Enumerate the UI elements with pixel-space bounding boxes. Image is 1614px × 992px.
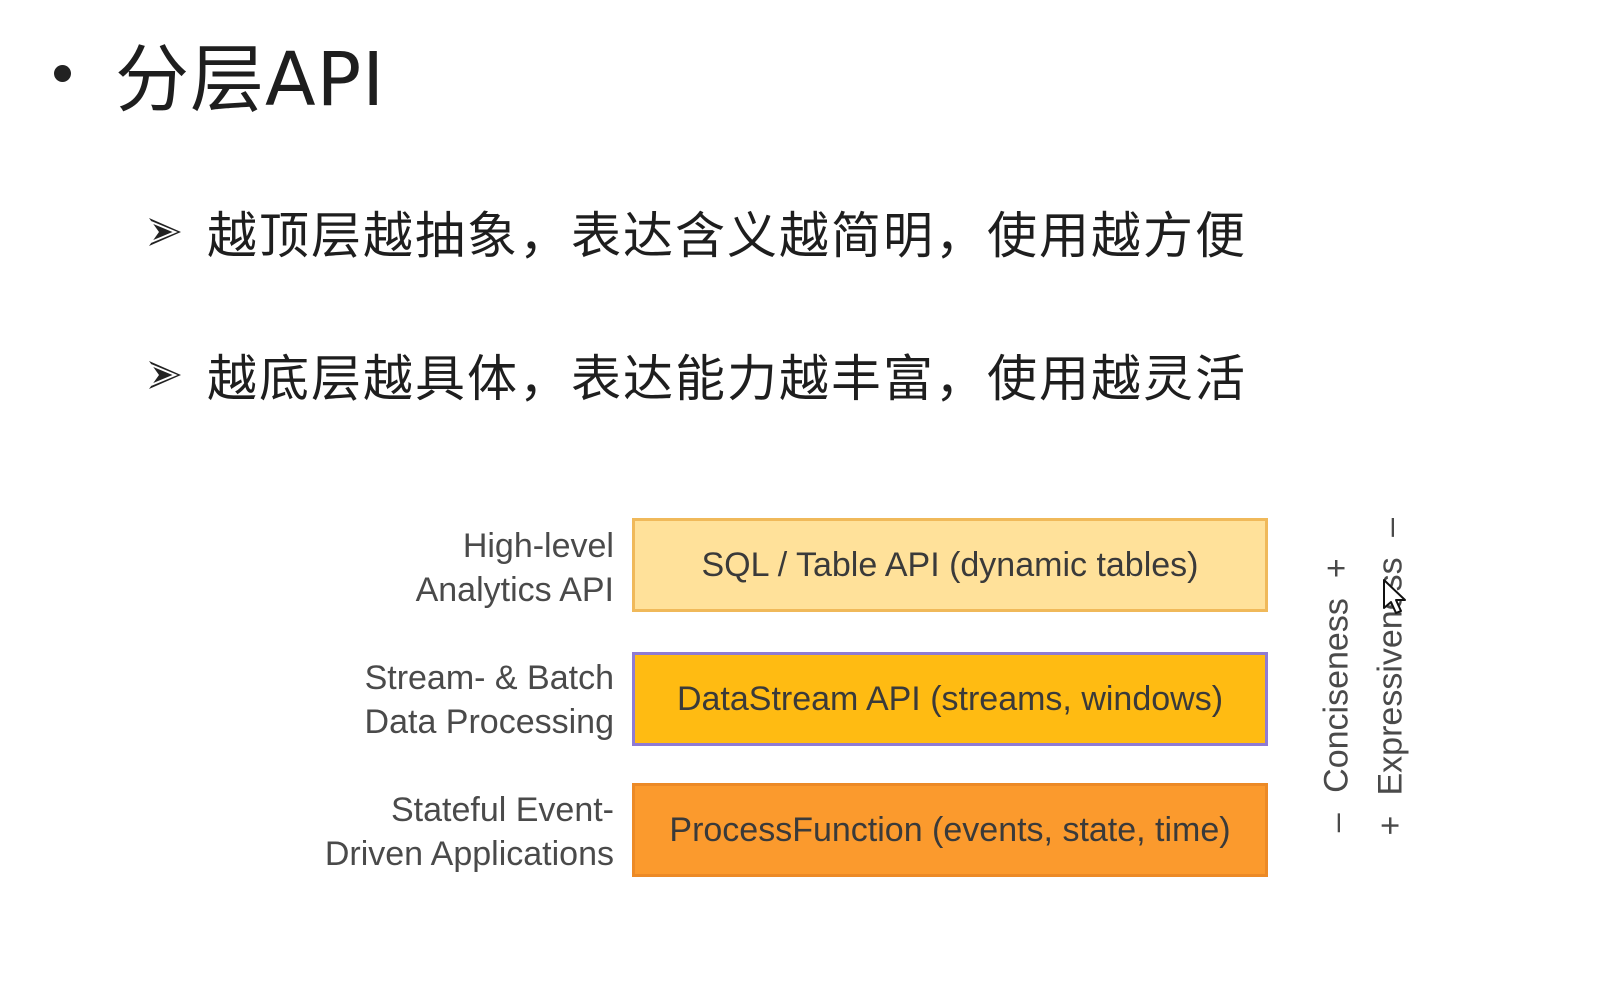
- layer-label-high-level: High-level Analytics API: [416, 524, 614, 612]
- bullet-point-text: 越顶层越抽象，表达含义越简明，使用越方便: [207, 207, 1247, 265]
- layer-label-stream-batch: Stream- & Batch Data Processing: [365, 656, 614, 744]
- layer-label-stateful: Stateful Event- Driven Applications: [325, 788, 614, 876]
- layer-box-processfunction: ProcessFunction (events, state, time): [632, 783, 1268, 877]
- bullet-point-1: 越顶层越抽象，表达含义越简明，使用越方便: [145, 197, 1247, 267]
- axis-minus-sign: –: [1371, 517, 1410, 537]
- arrow-right-icon: [149, 361, 181, 389]
- axis-plus-sign: +: [1317, 558, 1356, 579]
- bullet-dot-icon: [54, 64, 71, 82]
- mouse-cursor-icon: [1383, 579, 1406, 614]
- bullet-point-text: 越底层越具体，表达能力越丰富，使用越灵活: [207, 350, 1247, 408]
- slide-title-row: 分层API: [48, 28, 385, 123]
- layer-box-sql-table-api: SQL / Table API (dynamic tables): [632, 518, 1268, 612]
- conciseness-axis-label: – Conciseness +: [1318, 536, 1357, 856]
- layer-label-line: Data Processing: [364, 703, 614, 741]
- layer-label-line: High-level: [462, 527, 614, 565]
- slide-title: 分层API: [115, 36, 386, 123]
- arrow-right-icon: [149, 218, 181, 246]
- layer-label-line: Driven Applications: [324, 835, 614, 873]
- bullet-point-2: 越底层越具体，表达能力越丰富，使用越灵活: [145, 340, 1247, 410]
- axis-plus-sign: +: [1371, 815, 1410, 836]
- layer-label-line: Analytics API: [415, 571, 614, 609]
- layer-box-datastream-api: DataStream API (streams, windows): [632, 652, 1268, 746]
- layer-label-line: Stream- & Batch: [364, 659, 614, 697]
- layer-label-line: Stateful Event-: [390, 791, 614, 829]
- axis-text: Conciseness: [1317, 598, 1356, 793]
- axis-minus-sign: –: [1317, 813, 1356, 833]
